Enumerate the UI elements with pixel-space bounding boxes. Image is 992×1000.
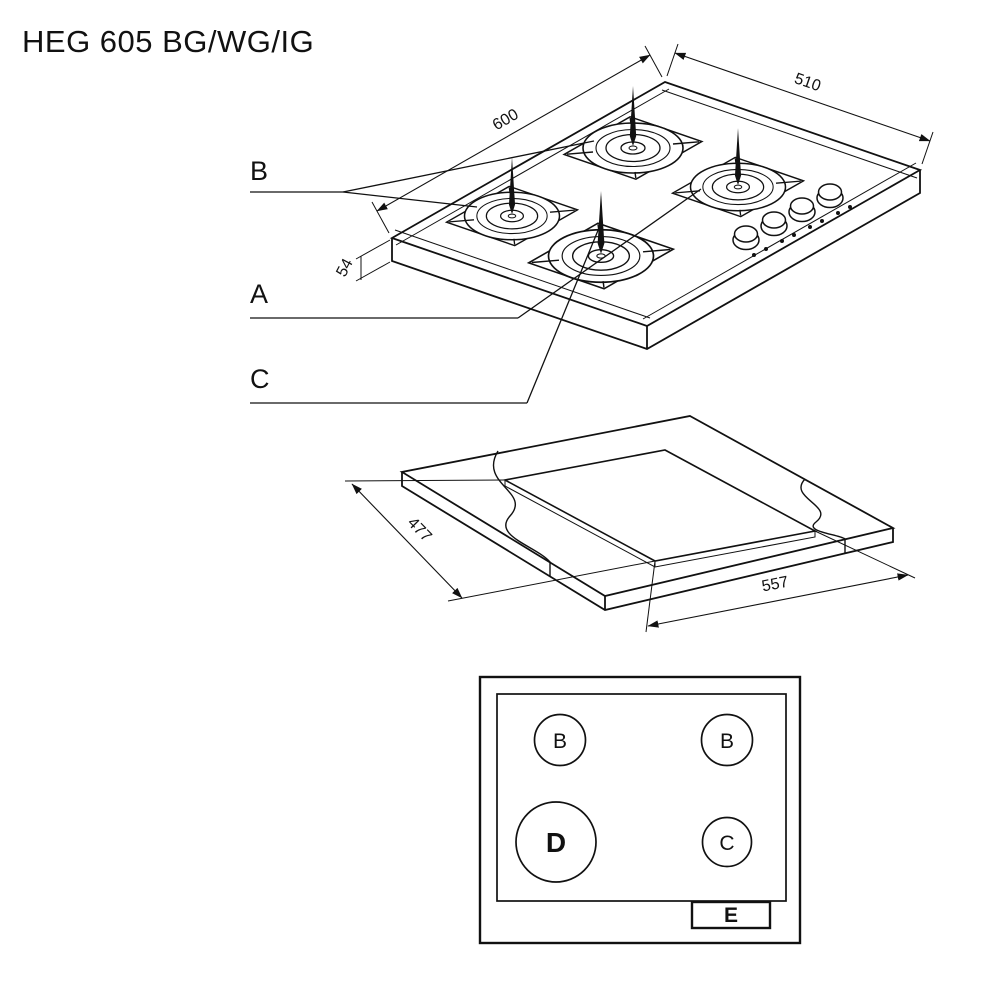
- igniter-dot: [836, 211, 840, 215]
- callout-a: A: [250, 188, 702, 319]
- bevel-line: [394, 229, 651, 319]
- igniter-dot: [764, 247, 768, 251]
- worktop-surface: [399, 415, 896, 597]
- knob-4: [816, 183, 844, 209]
- plan-controls-label: E: [724, 904, 738, 927]
- bevel-line: [661, 89, 918, 179]
- plan-burner-bottom-right: [701, 816, 753, 868]
- plan-burner-bottom-left-label: D: [546, 827, 566, 858]
- dim-height-label: 54: [333, 256, 356, 280]
- plan-burner-top-right: [700, 713, 754, 767]
- callout-a-label: A: [250, 279, 268, 309]
- plan-burner-bottom-left: [515, 801, 597, 883]
- callout-c-label: C: [250, 364, 270, 394]
- plan-burner-top-right-label: B: [720, 730, 734, 753]
- plan-burner-top-left: [533, 713, 587, 767]
- page-title: HEG 605 BG/WG/IG: [22, 24, 314, 59]
- dim-cutout-depth-label: 477: [404, 514, 435, 545]
- bevel-line: [642, 162, 917, 320]
- burner-right: [671, 127, 805, 218]
- cutout-hole: [502, 449, 818, 562]
- dim-cutout-width-label: 557: [760, 574, 790, 596]
- break-line-left: [492, 450, 551, 576]
- plan-inner-frame: [496, 693, 787, 902]
- worktop-band: [401, 472, 894, 611]
- cutout-view: 477 557: [344, 415, 916, 633]
- dim-depth: 510: [666, 43, 934, 165]
- plan-outer-frame: [478, 675, 802, 945]
- dim-width-label: 600: [490, 106, 522, 134]
- plan-view: B B D C E: [478, 675, 802, 945]
- dim-depth-label: 510: [792, 70, 823, 95]
- cutout-hole-thickness: [504, 480, 816, 568]
- callout-b: B: [250, 140, 595, 208]
- burner-back: [563, 85, 703, 181]
- control-knobs: [732, 183, 852, 257]
- plan-burner-top-left-label: B: [553, 730, 567, 753]
- knob-2: [760, 211, 788, 237]
- dim-cutout-width: 557: [645, 530, 916, 633]
- igniter-dot: [780, 239, 784, 243]
- plan-burner-bottom-right-label: C: [719, 832, 734, 855]
- dim-cutout-depth: 477: [344, 479, 656, 602]
- igniter-dot: [792, 233, 796, 237]
- knob-3: [788, 197, 816, 223]
- knob-1: [732, 225, 760, 251]
- igniter-dot: [752, 253, 756, 257]
- dim-height: 54: [333, 239, 391, 282]
- hob-body-band: [391, 170, 921, 350]
- igniter-dot: [808, 225, 812, 229]
- callout-b-label: B: [250, 156, 268, 186]
- igniter-dot: [848, 205, 852, 209]
- igniter-dot: [820, 219, 824, 223]
- break-line-right: [800, 478, 846, 553]
- plan-controls-box: [690, 900, 772, 930]
- iso-view: 600 510 54 B A: [250, 43, 934, 404]
- callout-c: C: [250, 227, 600, 404]
- burner-left: [445, 156, 579, 247]
